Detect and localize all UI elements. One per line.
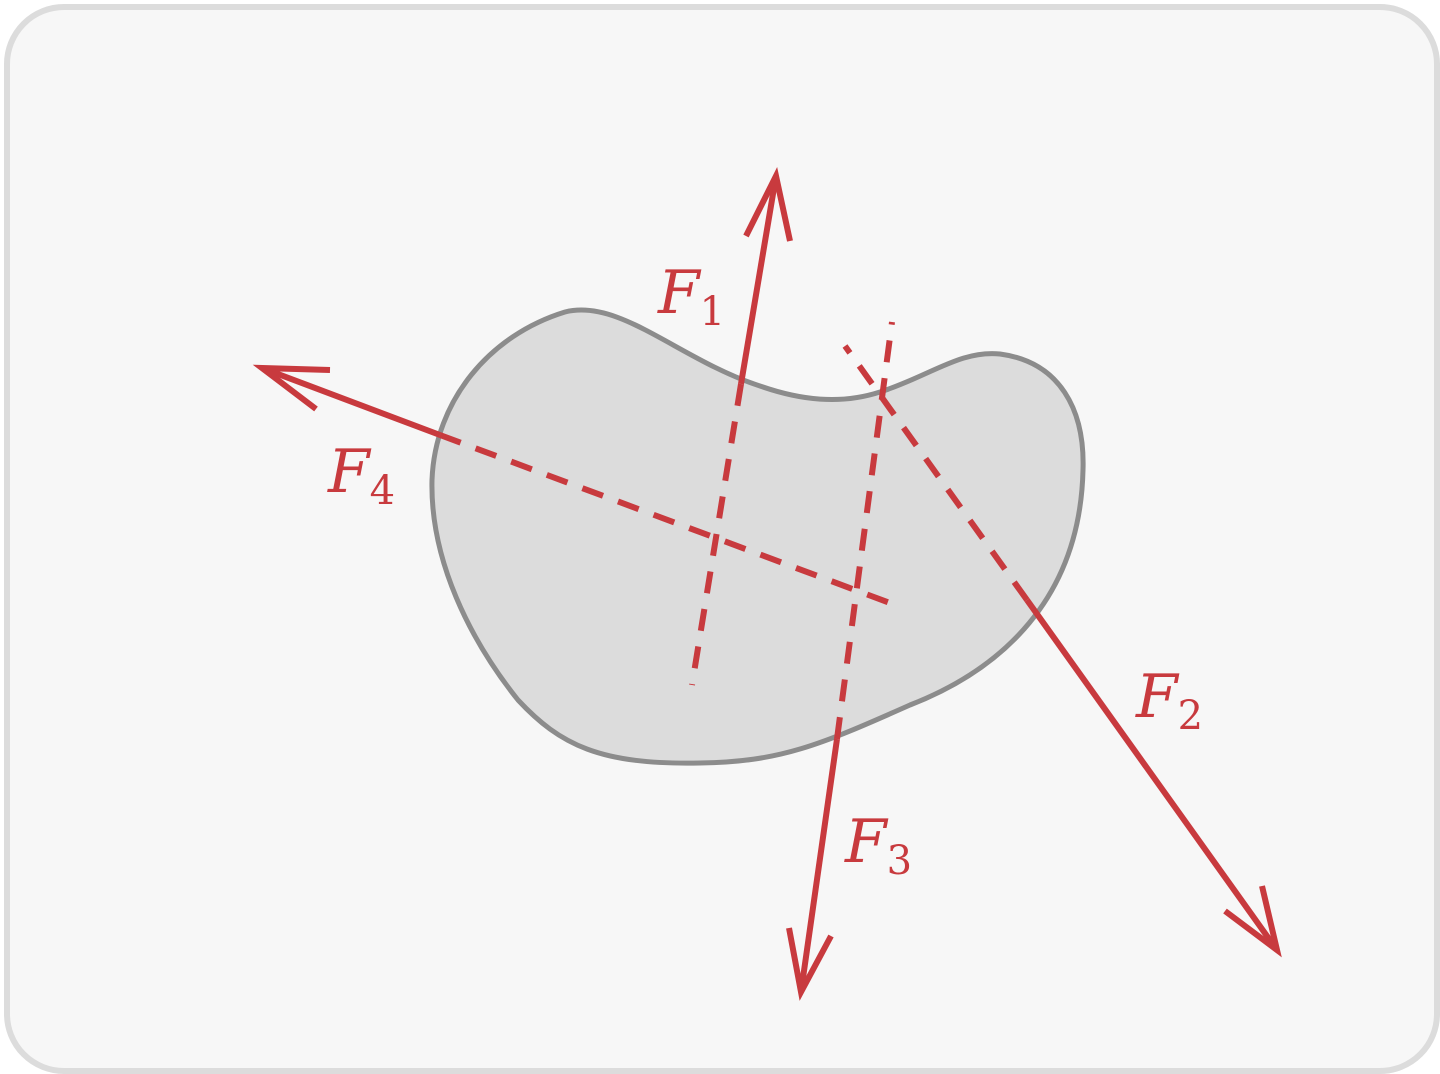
f4-arrow (252, 364, 442, 438)
f4-label: F4 (327, 437, 395, 514)
f1-label: F1 (657, 258, 725, 335)
rigid-body (429, 307, 1086, 766)
f3-line-of-action (834, 321, 895, 740)
f3-label: F3 (844, 807, 912, 884)
f1-arrow (738, 167, 793, 385)
lines-of-action (438, 321, 1030, 740)
f2-line-of-action (842, 344, 1030, 602)
f4-line-of-action (438, 432, 900, 609)
f2-arrow (1024, 598, 1282, 958)
f1-line-of-action (689, 383, 744, 686)
f3-arrow (786, 738, 840, 1001)
force-arrows (252, 167, 1282, 1001)
f2-label: F2 (1135, 662, 1203, 739)
